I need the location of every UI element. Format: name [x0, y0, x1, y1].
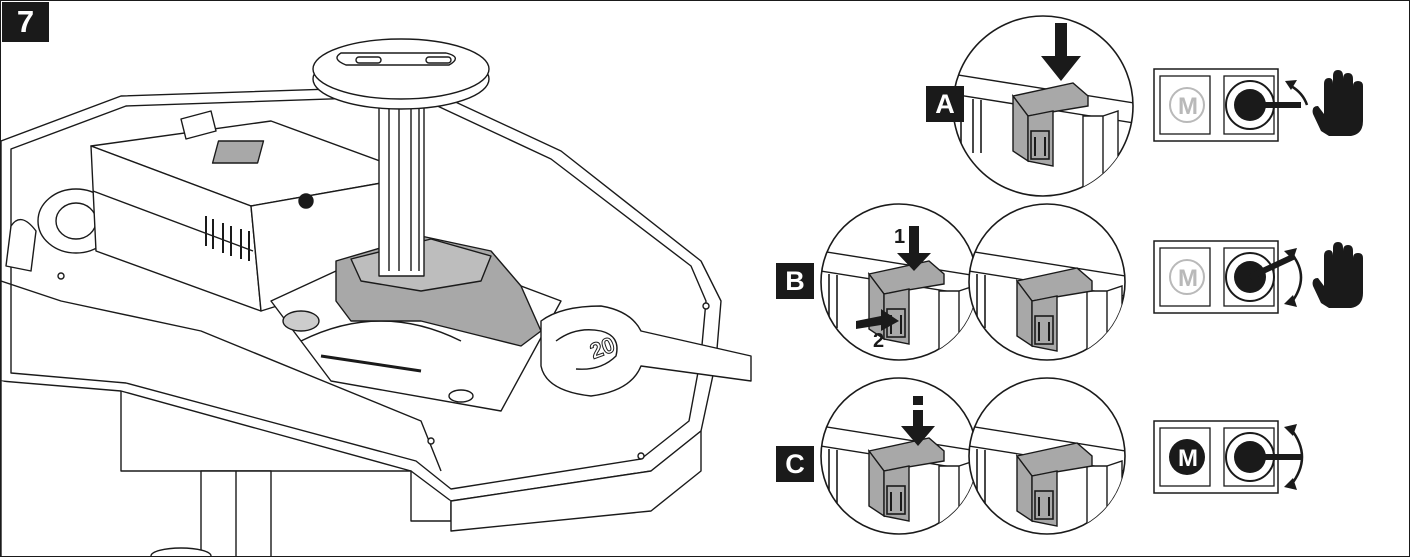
lever-panel-c: M — [1153, 420, 1304, 494]
press-arrow-a — [1041, 23, 1081, 81]
tool-shaft — [378, 85, 425, 277]
hand-icon-a — [1312, 70, 1363, 136]
rotate-arrow-c-down — [1284, 478, 1297, 490]
row-label-b: B — [776, 263, 814, 299]
detail-c2-latch-engaged — [968, 377, 1126, 535]
m-symbol-c: M — [1178, 445, 1198, 472]
rotate-arrow-b-down — [1284, 295, 1297, 307]
rotate-arrow-b-up — [1284, 248, 1297, 260]
detail-b2-latch-released — [968, 203, 1126, 361]
callout-1: 1 — [894, 226, 905, 248]
hand-icon-b — [1312, 242, 1363, 308]
lever-panel-b: M — [1153, 240, 1363, 314]
press-arrow-c — [901, 396, 935, 446]
open-end-spanner — [540, 305, 752, 397]
callout-2: 2 — [873, 330, 884, 352]
push-arrow-b2 — [856, 309, 899, 331]
row-label-c: C — [776, 446, 814, 482]
housing-skirt — [1, 381, 452, 556]
actuator-illustration: 20 — [1, 38, 752, 556]
press-arrow-b1 — [897, 226, 931, 271]
rotate-arrow-a — [1285, 80, 1297, 90]
lever-panel-a: M — [1153, 68, 1363, 142]
rotate-arrow-c-up — [1284, 424, 1297, 436]
detail-a-latch — [952, 15, 1134, 197]
m-symbol-a: M — [1178, 93, 1198, 120]
step-number-badge: 7 — [2, 2, 49, 42]
m-symbol-b: M — [1178, 265, 1198, 292]
row-label-a: A — [926, 86, 964, 122]
